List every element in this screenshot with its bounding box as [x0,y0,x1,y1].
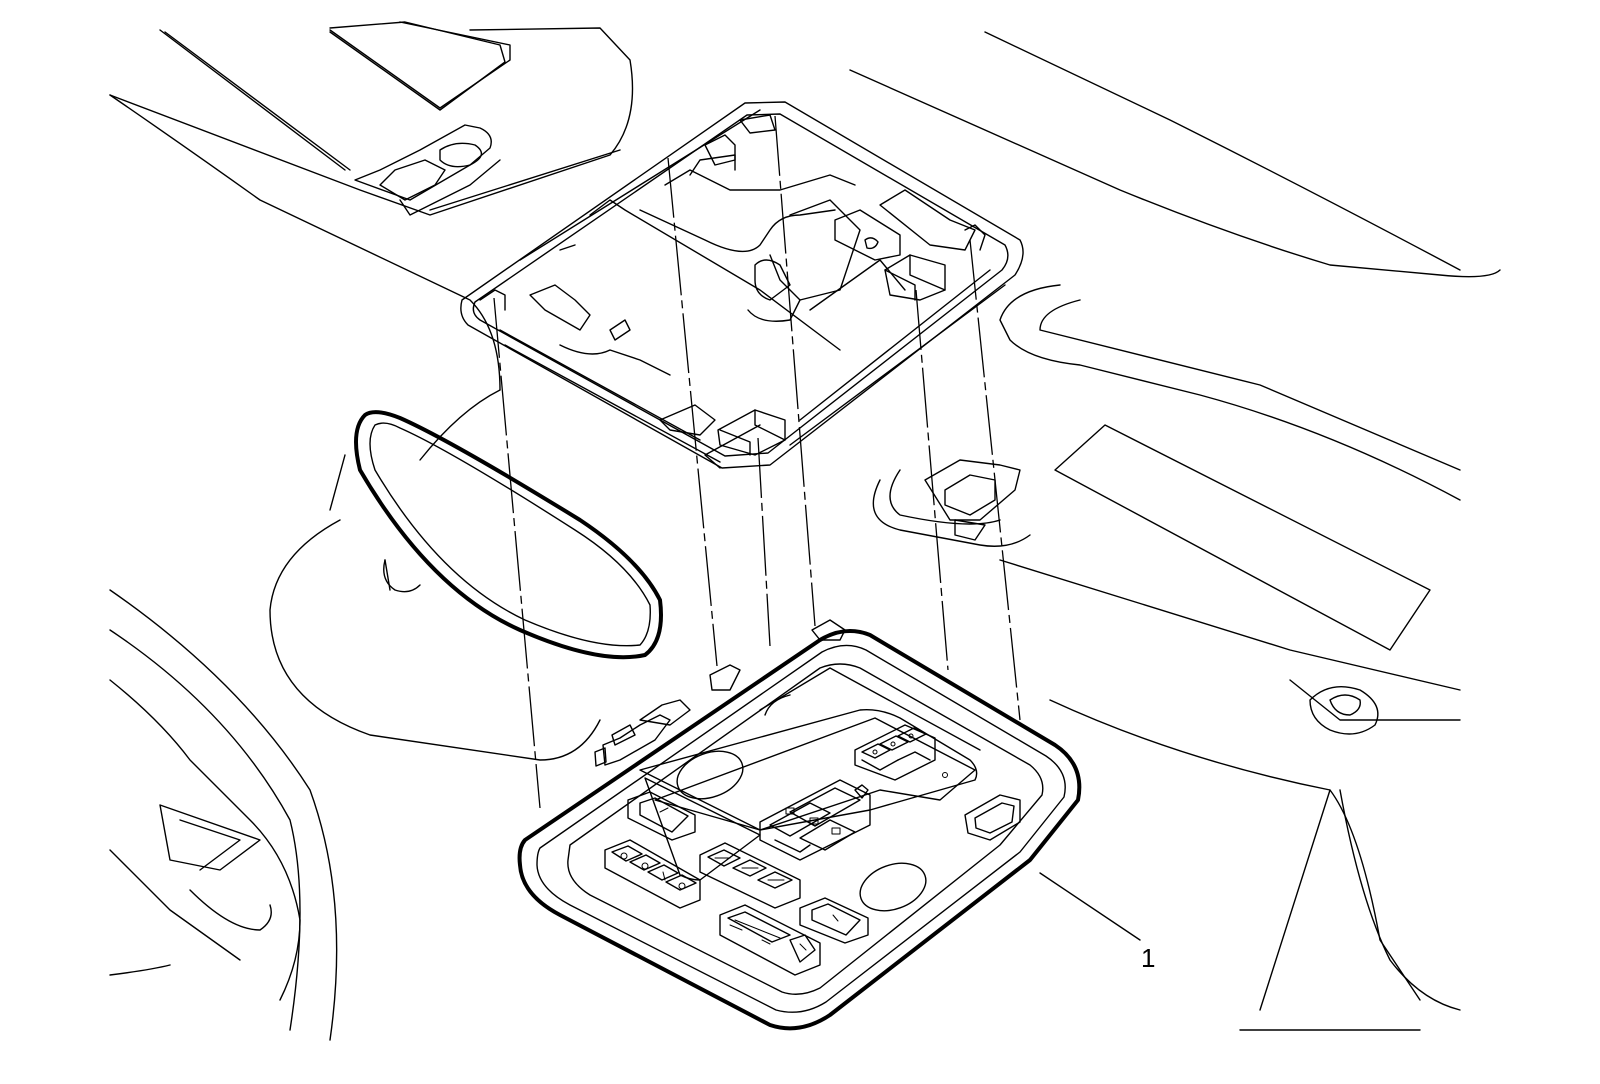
left-visor-clip [354,124,501,216]
rear-lamp-button[interactable] [964,794,1021,841]
console-mounting-bracket [460,101,1024,469]
homelink-buttons[interactable] [854,724,948,781]
left-button-group[interactable] [604,839,701,909]
overhead-console [517,619,1082,1031]
rearview-mirror [354,410,663,660]
callout-1-label: 1 [1141,943,1155,973]
callout-1: 1 [1039,872,1155,973]
left-dome-lamp-lens [676,750,744,800]
left-lamp-button[interactable] [627,791,696,841]
right-visor-clip [924,459,1021,541]
headliner [109,21,1501,1031]
onstar-button-plate[interactable] [719,904,821,976]
alignment-lines [493,115,1021,809]
right-lamp-button[interactable] [799,897,869,944]
center-button-group[interactable] [699,842,801,909]
right-dome-lamp-lens [859,862,927,912]
sunroof-switch[interactable] [759,779,871,861]
rear-attach-point [1309,686,1379,735]
left-lower-area [109,589,338,1041]
